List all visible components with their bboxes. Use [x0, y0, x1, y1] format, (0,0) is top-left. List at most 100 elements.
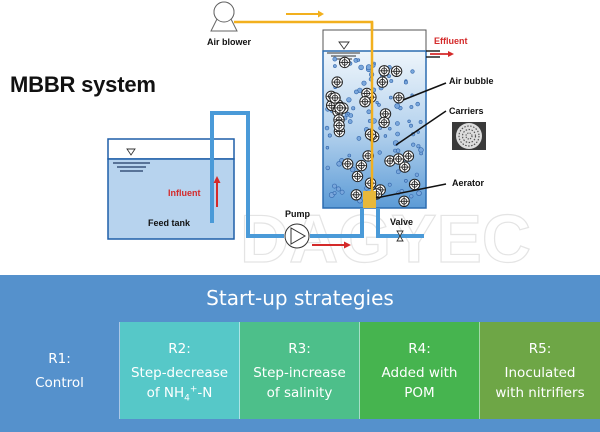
- strategy-desc-line1: Step-increase: [253, 364, 346, 381]
- air-bubble: [336, 161, 342, 167]
- air-bubble: [393, 148, 398, 153]
- air-bubble: [377, 103, 381, 107]
- air-bubble: [339, 189, 345, 195]
- air-blower-icon: [210, 1, 238, 32]
- strategy-id: R4:: [408, 340, 431, 357]
- air-bubble: [332, 183, 337, 189]
- influent-label: Influent: [168, 188, 201, 198]
- valve-label: Valve: [390, 217, 414, 227]
- strategy-cell-r5: R5: Inoculated with nitrifiers: [480, 322, 600, 419]
- air-bubble: [403, 80, 408, 85]
- strategy-desc-line1: Step-decrease: [130, 364, 229, 381]
- air-bubble: [346, 97, 352, 103]
- air-bubble: [387, 182, 392, 187]
- air-bubble-label: Air bubble: [449, 76, 494, 86]
- air-bubble: [333, 64, 337, 68]
- air-bubble: [325, 165, 330, 171]
- carrier: [393, 92, 405, 104]
- air-bubble: [388, 126, 392, 131]
- aerator-icon: [363, 191, 376, 208]
- strategy-cell-r1: R1: Control: [0, 322, 120, 419]
- strategy-desc-line1: Control: [35, 374, 84, 391]
- strategy-desc-line2: POM: [404, 384, 435, 401]
- pump-to-reactor-pipe: [310, 208, 364, 238]
- startup-strategies-table: Start-up strategies R1: Control R2: Step…: [0, 275, 600, 432]
- strategy-id: R2:: [168, 340, 191, 357]
- carrier: [342, 158, 354, 170]
- strategy-cell-r3: R3: Step-increase of salinity: [240, 322, 360, 419]
- diagram-canvas: DAGYEC: [107, 1, 532, 278]
- carrier: [329, 92, 341, 104]
- carrier: [392, 153, 405, 165]
- air-bubble: [348, 113, 354, 118]
- air-bubble: [415, 101, 420, 107]
- air-bubble: [388, 95, 393, 100]
- strategy-desc-line2: of NH4+-N: [147, 383, 213, 403]
- strategy-desc-line2: with nitrifiers: [495, 384, 585, 401]
- air-bubble: [419, 151, 423, 156]
- carrier: [376, 76, 389, 88]
- air-bubble: [358, 64, 364, 71]
- air-bubble: [416, 144, 421, 149]
- strategy-cell-r2: R2: Step-decrease of NH4+-N: [120, 322, 240, 419]
- carrier: [350, 189, 362, 201]
- effluent-outlet: [426, 50, 454, 58]
- aerator-pointer: [375, 183, 447, 199]
- mbbr-diagram: DAGYEC: [10, 1, 532, 278]
- pump-flow-arrow: [312, 241, 351, 249]
- air-bubble: [347, 153, 352, 158]
- carrier: [333, 119, 345, 132]
- air-bubble: [366, 109, 372, 115]
- carrier-photo: [452, 122, 486, 150]
- air-bubble: [335, 186, 341, 192]
- strategies-row: R1: Control R2: Step-decrease of NH4+-N …: [0, 322, 600, 419]
- strategy-cell-r4: R4: Added with POM: [360, 322, 480, 419]
- valve-icon: [396, 230, 404, 242]
- strategy-id: R3:: [288, 340, 311, 357]
- air-bubble: [353, 89, 359, 95]
- air-bubble: [332, 191, 337, 196]
- air-bubble: [389, 79, 394, 83]
- air-blower-label: Air blower: [207, 37, 252, 47]
- air-bubble: [350, 166, 356, 173]
- air-bubble: [383, 134, 388, 138]
- nh4-superscript: +: [189, 384, 198, 394]
- air-bubble: [409, 123, 413, 128]
- air-bubble: [377, 150, 382, 155]
- air-bubble: [407, 119, 411, 124]
- aerator-label: Aerator: [452, 178, 485, 188]
- air-bubble: [416, 190, 422, 196]
- strategy-desc-line1: Added with: [381, 364, 458, 381]
- air-bubble: [414, 172, 420, 177]
- carrier: [359, 96, 371, 108]
- air-bubble: [351, 106, 356, 111]
- carrier: [351, 170, 364, 183]
- carrier: [398, 195, 410, 207]
- carrier: [378, 65, 390, 77]
- carrier: [355, 159, 368, 172]
- strategy-desc-line2: of salinity: [266, 384, 333, 401]
- strategies-header: Start-up strategies: [206, 286, 394, 310]
- carrier: [331, 76, 343, 88]
- air-bubble: [365, 64, 372, 71]
- effluent-label: Effluent: [434, 36, 468, 46]
- air-bubble: [410, 69, 415, 74]
- carriers-label: Carriers: [449, 106, 484, 116]
- carrier: [364, 128, 377, 140]
- pump-icon: [284, 223, 310, 249]
- air-bubble: [395, 169, 401, 175]
- air-bubble: [347, 119, 353, 124]
- air-bubble: [332, 56, 338, 62]
- air-bubble: [418, 147, 424, 153]
- carrier: [390, 65, 403, 77]
- feed-tank-label: Feed tank: [148, 218, 191, 228]
- influent-arrow: [213, 176, 221, 207]
- air-bubble: [404, 179, 408, 183]
- pump-label: Pump: [285, 209, 311, 219]
- air-bubble: [411, 142, 416, 147]
- strategy-desc-line1: Inoculated: [504, 364, 576, 381]
- carrier: [378, 116, 390, 129]
- carrier: [364, 177, 377, 189]
- carrier: [339, 56, 351, 69]
- air-bubble: [394, 103, 401, 109]
